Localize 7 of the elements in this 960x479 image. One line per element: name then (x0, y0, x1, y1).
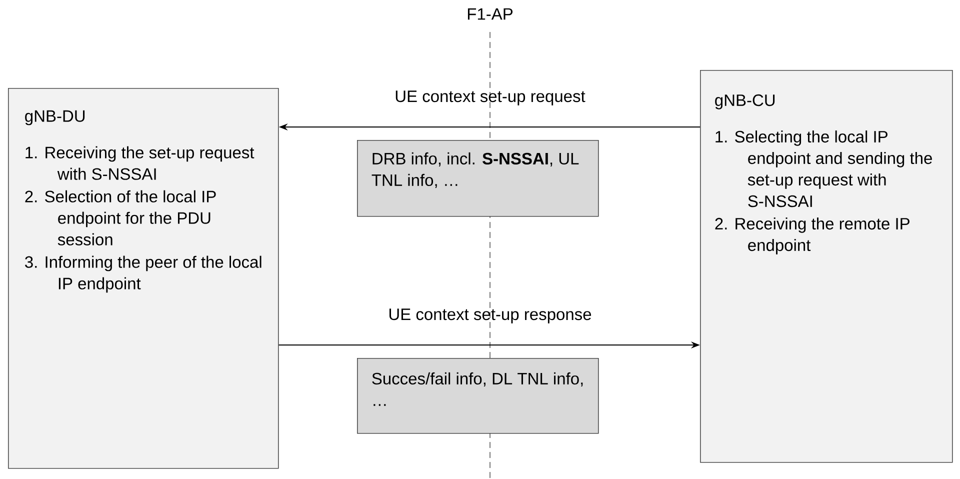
entity-box: gNB-CU 1. Selecting the local IP endpoint and sending the set-up request with S-NSSAI 2. Receiving the remote IP endpoint (700, 70, 953, 463)
interface-label: F1-AP (468, 8, 513, 20)
entity-box: gNB-DU 1. Receiving the set-up request with S-NSSAI 2. Selection of the local IP endpoint for the PDU session 3. Informing the peer of the local IP endpoint (8, 88, 279, 469)
message-box: Succes/fail info, DL TNL info, … (357, 358, 599, 434)
message-box: DRB info, incl. S-NSSAI, UL TNL info, … (357, 140, 599, 217)
edge-label: UE context set-up response (389, 308, 592, 324)
edge-label: UE context set-up request (396, 90, 586, 106)
